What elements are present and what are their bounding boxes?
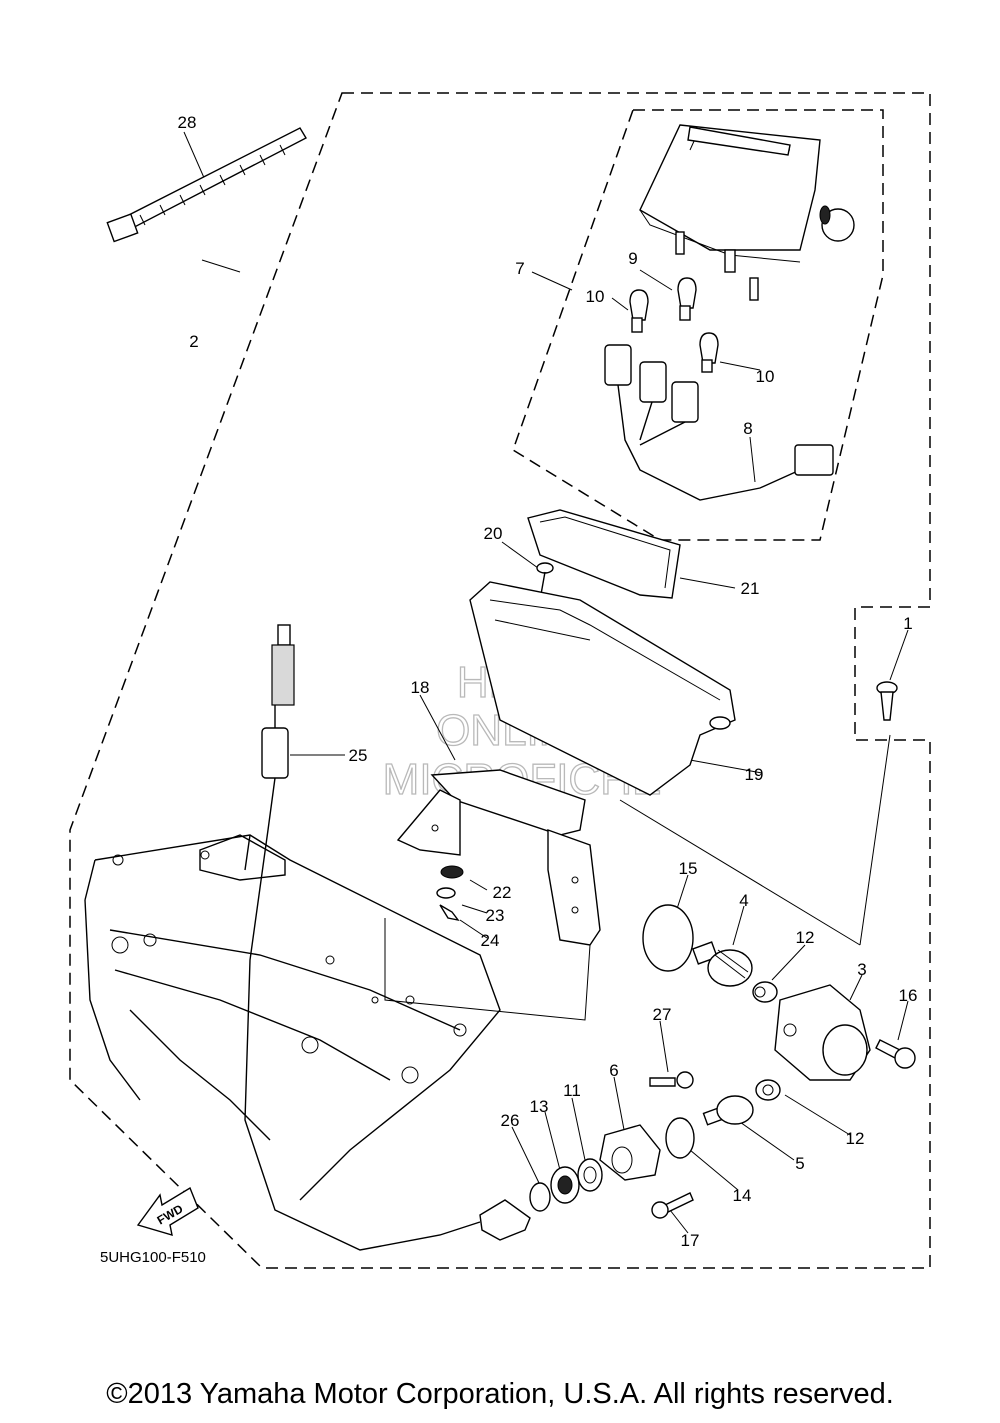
diagram-reference-code: 5UHG100-F510 bbox=[100, 1249, 206, 1266]
part-7-meter-assembly bbox=[639, 124, 855, 301]
callout-14: 14 bbox=[733, 1186, 752, 1205]
callout-2: 2 bbox=[189, 332, 198, 351]
part-15-o-ring bbox=[642, 904, 694, 972]
callout-12-upper: 12 bbox=[796, 928, 815, 947]
callout-10-lower: 10 bbox=[756, 367, 775, 386]
callout-9: 9 bbox=[628, 249, 637, 268]
part-12-bushing-lower bbox=[755, 1079, 781, 1101]
part-25-cable-end bbox=[244, 624, 481, 1251]
part-12-bushing-upper bbox=[752, 981, 778, 1003]
part-17-screw bbox=[651, 1192, 694, 1219]
callout-5: 5 bbox=[795, 1154, 804, 1173]
part-27-screw bbox=[649, 1071, 694, 1089]
callout-20: 20 bbox=[484, 524, 503, 543]
part-3-gear-housing bbox=[774, 984, 871, 1081]
part-4-gear bbox=[691, 941, 753, 987]
part-23-washer bbox=[436, 887, 456, 899]
part-9-bulb bbox=[677, 277, 697, 321]
part-18-stay bbox=[396, 769, 601, 946]
part-6-sleeve bbox=[599, 1124, 661, 1181]
callout-26: 26 bbox=[501, 1111, 520, 1130]
callout-21: 21 bbox=[741, 579, 760, 598]
fwd-direction-arrow: FWD bbox=[136, 1186, 199, 1236]
part-13-oil-seal bbox=[550, 1166, 580, 1204]
part-14-o-ring bbox=[665, 1117, 695, 1159]
part-10-bulb-lower bbox=[699, 332, 719, 373]
copyright-notice: ©2013 Yamaha Motor Corporation, U.S.A. A… bbox=[106, 1378, 894, 1410]
part-16-bolt bbox=[875, 1039, 916, 1069]
cable-lower-fitting bbox=[479, 1199, 531, 1241]
callout-18: 18 bbox=[411, 678, 430, 697]
callout-6: 6 bbox=[609, 1061, 618, 1080]
callout-15: 15 bbox=[679, 859, 698, 878]
callout-11: 11 bbox=[563, 1081, 581, 1100]
part-5-gear bbox=[702, 1095, 754, 1126]
callout-22: 22 bbox=[493, 883, 512, 902]
part-8-lead-wire-assembly bbox=[604, 344, 834, 501]
callout-10-upper: 10 bbox=[586, 287, 605, 306]
callout-23: 23 bbox=[486, 906, 505, 925]
callout-3: 3 bbox=[857, 960, 866, 979]
assembly-7-boundary bbox=[512, 109, 884, 541]
callout-labels: 1 2 3 4 5 6 7 8 9 10 10 11 12 12 13 14 1… bbox=[178, 113, 918, 1250]
callout-17: 17 bbox=[681, 1231, 700, 1250]
callout-12-lower: 12 bbox=[846, 1129, 865, 1148]
part-21-cover bbox=[527, 509, 681, 599]
part-10-bulb-upper bbox=[629, 289, 649, 333]
assembly-2-boundary bbox=[69, 92, 931, 1269]
callout-1: 1 bbox=[903, 614, 912, 633]
part-28-cable-tie bbox=[106, 127, 307, 243]
exploded-parts-diagram: HLSM ONLINE MICROFICHE bbox=[69, 92, 931, 1269]
assembly-boundaries bbox=[69, 92, 931, 1269]
part-1-bolt bbox=[876, 681, 898, 721]
callout-25: 25 bbox=[349, 746, 368, 765]
callout-24: 24 bbox=[481, 931, 500, 950]
part-11-washer bbox=[577, 1158, 603, 1192]
frame-structure bbox=[84, 834, 501, 1201]
callout-13: 13 bbox=[530, 1097, 549, 1116]
part-26-o-ring bbox=[529, 1182, 551, 1212]
callout-28: 28 bbox=[178, 113, 197, 132]
callout-4: 4 bbox=[739, 891, 748, 910]
part-19-meter-panel bbox=[469, 581, 736, 796]
part-22-grommet bbox=[440, 865, 464, 879]
callout-16: 16 bbox=[899, 986, 918, 1005]
callout-27: 27 bbox=[653, 1005, 672, 1024]
callout-8: 8 bbox=[743, 419, 752, 438]
callout-19: 19 bbox=[745, 765, 764, 784]
callout-7: 7 bbox=[515, 259, 524, 278]
part-24-nut bbox=[439, 904, 460, 922]
